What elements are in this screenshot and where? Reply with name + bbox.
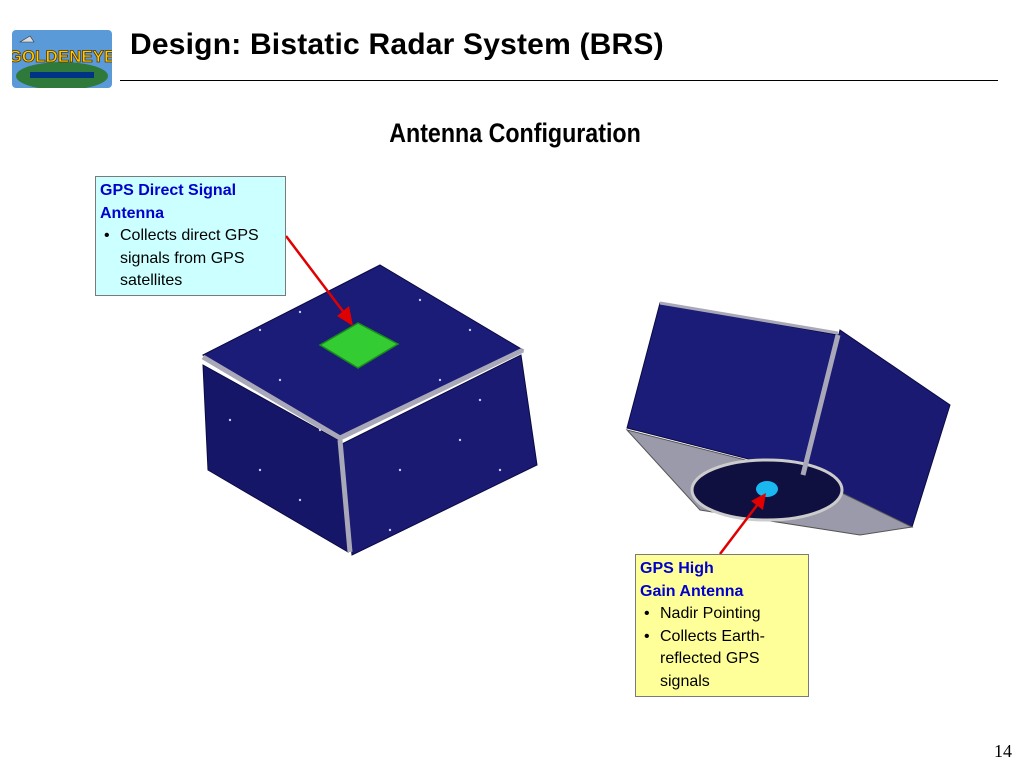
page-number: 14 [994,741,1012,761]
callout-direct-bullets: Collects direct GPS signals from GPS sat… [100,225,281,293]
callout-highgain-bullet: Nadir Pointing [640,603,804,626]
callout-direct-bullet: Collects direct GPS signals from GPS sat… [100,225,281,293]
callout-gps-high-gain: GPS High Gain Antenna Nadir Pointing Col… [635,554,809,697]
goldeneye-logo: GOLDENEYE [12,30,112,88]
pointer-arrowhead-high-gain [751,493,766,510]
satellite-bottom-view [625,301,951,536]
callout-highgain-heading-1: GPS High [640,560,714,577]
satellite-frame-edge [201,347,525,441]
gps-high-gain-antenna [756,481,778,497]
pointer-direct-antenna [285,235,349,319]
logo-wordmark: GOLDENEYE [12,47,112,66]
callout-direct-heading-1: GPS Direct Signal [100,182,237,199]
pointer-high-gain-antenna [719,499,762,555]
callout-highgain-heading-2: Gain Antenna [640,582,744,600]
callout-highgain-bullets: Nadir Pointing Collects Earth-reflected … [640,603,804,693]
callout-direct-heading-2: Antenna [100,204,164,222]
title-divider [120,80,998,81]
slide-title: Design: Bistatic Radar System (BRS) [130,28,664,61]
satellite-frame-top-edge [659,301,839,335]
satellite-top-view [201,264,538,556]
pointer-arrows [285,235,766,555]
satellite-frame-corner [337,439,353,553]
panel-rivets [228,298,502,532]
satellite-frame-corner-2 [800,334,841,476]
pointer-arrowhead-direct [337,306,353,326]
section-subtitle: Antenna Configuration [389,118,641,148]
callout-gps-direct-signal: GPS Direct Signal Antenna Collects direc… [95,176,286,296]
callout-highgain-bullet: Collects Earth-reflected GPS signals [640,626,804,694]
gps-direct-antenna [318,322,400,369]
